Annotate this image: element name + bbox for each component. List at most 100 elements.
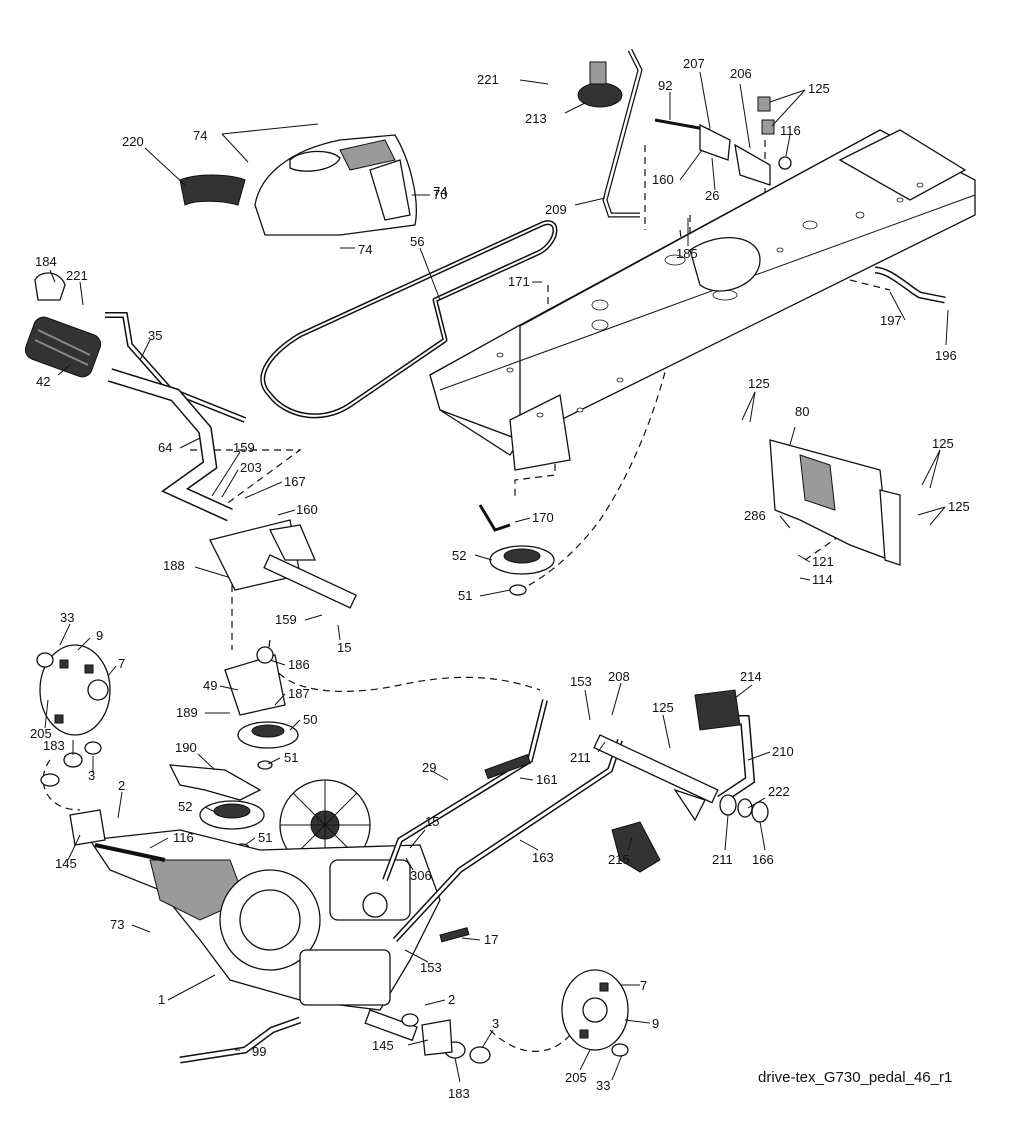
callout-51-upper: 51 [458, 588, 472, 603]
callout-221-left: 221 [66, 268, 88, 283]
callout-1: 1 [158, 992, 165, 1007]
callout-15-lower: 15 [425, 814, 439, 829]
callout-74-bottom: 74 [358, 242, 372, 257]
callout-99: 99 [252, 1044, 266, 1059]
callout-186: 186 [288, 657, 310, 672]
pedestal-cover [254, 134, 417, 236]
callout-9-left: 9 [96, 628, 103, 643]
callout-197: 197 [880, 313, 902, 328]
bracket-190 [168, 764, 262, 801]
callout-153-upper: 153 [570, 674, 592, 689]
callout-116-left: 116 [173, 830, 194, 845]
callout-211-lower: 211 [712, 852, 733, 867]
callout-159-mid: 159 [275, 612, 297, 627]
knob-213 [577, 61, 623, 108]
callout-163: 163 [532, 850, 554, 865]
callout-9-right: 9 [652, 1016, 659, 1031]
spring-17 [439, 927, 470, 943]
callout-160-top: 160 [652, 172, 674, 187]
callout-116-top: 116 [780, 123, 801, 138]
callout-184: 184 [35, 254, 57, 269]
callout-125-plate-right: 125 [948, 499, 970, 514]
callout-56: 56 [410, 234, 424, 249]
bracket-206 [654, 96, 792, 186]
diagram-caption: drive-tex_G730_pedal_46_r1 [758, 1069, 952, 1086]
shift-bracket-188 [209, 519, 357, 609]
callout-286: 286 [744, 508, 766, 523]
idler-bracket-189 [224, 646, 299, 770]
callout-33-right: 33 [596, 1078, 610, 1093]
callout-208: 208 [608, 669, 630, 684]
callout-17: 17 [484, 932, 498, 947]
callout-222: 222 [768, 784, 790, 799]
callout-52-lower: 52 [178, 799, 192, 814]
callout-171: 171 [508, 274, 530, 289]
washers [36, 652, 629, 1064]
callout-159-top: 159 [233, 440, 255, 455]
callout-211-upper: 211 [570, 750, 591, 765]
pedal-assembly [593, 715, 769, 823]
callout-214: 214 [740, 669, 762, 684]
callout-35: 35 [148, 328, 162, 343]
callout-167: 167 [284, 474, 306, 489]
callout-3-left: 3 [88, 768, 95, 783]
callout-26: 26 [705, 188, 719, 203]
callout-29: 29 [422, 760, 436, 775]
pedal-pad-214 [694, 689, 741, 731]
callout-15-mid: 15 [337, 640, 351, 655]
callout-190: 190 [175, 740, 197, 755]
callout-92: 92 [658, 78, 672, 93]
callout-220: 220 [122, 134, 144, 149]
callout-205-right: 205 [565, 1070, 587, 1085]
pedal-pad-215 [611, 821, 661, 873]
callout-213: 213 [525, 111, 547, 126]
callout-64: 64 [158, 440, 172, 455]
callout-209: 209 [545, 202, 567, 217]
callout-42: 42 [36, 374, 50, 389]
spring-161 [484, 753, 532, 780]
callout-185: 185 [676, 246, 698, 261]
pulley-52-upper [478, 504, 555, 596]
callout-2-right: 2 [448, 992, 455, 1007]
chassis-frame [429, 129, 976, 471]
callout-74-top: 74 [193, 128, 207, 143]
callout-166: 166 [752, 852, 774, 867]
callout-145-left: 145 [55, 856, 77, 871]
callout-7-right: 7 [640, 978, 647, 993]
callout-161: 161 [536, 772, 558, 787]
cap-184 [34, 272, 66, 301]
callout-207: 207 [683, 56, 705, 71]
callout-196: 196 [935, 348, 957, 363]
grip-42 [24, 316, 102, 378]
drive-belt [260, 220, 558, 419]
callout-170: 170 [532, 510, 554, 525]
callout-121: 121 [812, 554, 834, 569]
callout-183-right: 183 [448, 1086, 470, 1101]
callout-7-left: 7 [118, 656, 125, 671]
callout-51-mid: 51 [284, 750, 298, 765]
callout-189: 189 [176, 705, 198, 720]
decal-220 [179, 174, 246, 206]
pulley-52-lower [199, 800, 265, 853]
callout-206: 206 [730, 66, 752, 81]
transaxle-1 [88, 829, 441, 1042]
callout-125-plate-top: 125 [748, 376, 770, 391]
callout-125-top: 125 [808, 81, 830, 96]
callout-52-upper: 52 [452, 548, 466, 563]
callout-160-mid: 160 [296, 502, 318, 517]
callout-33-left: 33 [60, 610, 74, 625]
callout-70-label: 70 [433, 187, 447, 202]
callout-153-lower: 153 [420, 960, 442, 975]
callout-125-pedal: 125 [652, 700, 674, 715]
callout-74-right: 74 [433, 184, 447, 199]
callout-188: 188 [163, 558, 185, 573]
leader-lines [44, 71, 949, 1083]
callout-145-right: 145 [372, 1038, 394, 1053]
callout-187: 187 [288, 686, 310, 701]
bushing-145-left [69, 809, 106, 846]
hub-7-left [39, 644, 111, 736]
hub-7-right [561, 969, 629, 1051]
callout-80: 80 [795, 404, 809, 419]
bushing-145-right [421, 1019, 453, 1056]
